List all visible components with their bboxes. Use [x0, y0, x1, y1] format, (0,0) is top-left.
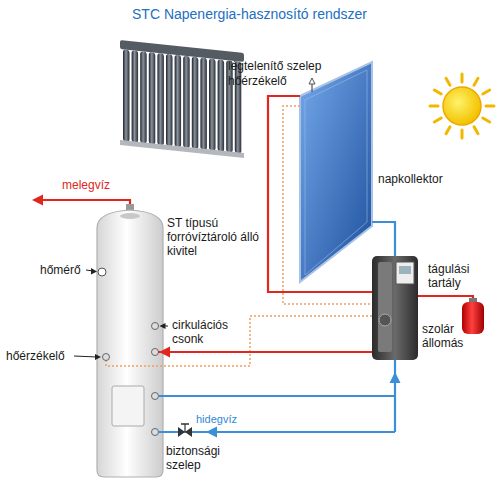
part-label: légtelenítő szelep: [228, 59, 321, 73]
station-housing: [372, 256, 418, 360]
vacuum-tube: [209, 58, 216, 151]
part-label: cirkulációs csonk: [172, 318, 244, 346]
part-label: hidegvíz: [196, 412, 237, 426]
leader-arrow: [160, 323, 166, 329]
flow-arrow: [390, 372, 401, 383]
air-vent-arrow: [309, 78, 315, 84]
valve-body: [185, 427, 192, 437]
sun-symbol: [430, 74, 494, 138]
vacuum-tube: [166, 54, 173, 147]
part-label: napkollektor: [378, 172, 443, 186]
vacuum-tube: [149, 52, 156, 145]
flow-arrow: [159, 347, 170, 358]
flow-arrow: [206, 427, 217, 438]
tank-sensor: [103, 354, 110, 361]
collector-header: [120, 40, 244, 62]
vacuum-tube: [200, 57, 207, 150]
expansion-pipe: [418, 296, 473, 302]
hot-feed-pipe: [158, 351, 372, 353]
station-controller: [396, 262, 414, 284]
part-label: hőérzékelő: [6, 349, 65, 363]
sensor-wire: [106, 316, 372, 366]
storage-tank: [97, 204, 163, 477]
vacuum-tube: [132, 50, 139, 143]
sensor-wire: [283, 106, 372, 304]
cold-return-pipe: [158, 395, 395, 397]
pipe-stub: [152, 429, 159, 436]
vacuum-tube: [192, 57, 199, 150]
leader-lines: [74, 268, 168, 360]
expansion-vessel: [462, 302, 484, 334]
part-label: tágulási tartály: [428, 262, 482, 290]
valve-handle: [181, 423, 189, 425]
part-label: ST típusú forróvíztároló álló kivitel: [167, 216, 261, 258]
part-label: szolár állomás: [422, 322, 474, 350]
station-pipe-group: [378, 262, 392, 352]
collector-frame: [305, 70, 367, 275]
pipework: [32, 96, 401, 438]
pipe-stub: [152, 349, 159, 356]
diagram-title: STC Napenergia-hasznosító rendszer: [132, 6, 367, 23]
vacuum-tube-collector: [120, 40, 244, 158]
cold-return-pipe: [372, 222, 395, 256]
leader-arrow: [91, 268, 97, 275]
safety-valve: [178, 424, 192, 437]
vacuum-tube: [218, 59, 225, 152]
valve-body: [178, 427, 185, 437]
vacuum-tube: [140, 51, 147, 144]
flat-plate-collector: [300, 62, 372, 282]
circulation-stub: [152, 323, 159, 330]
part-label: hőmérő: [40, 263, 81, 277]
part-label: biztonsági szelep: [166, 444, 228, 472]
leader-line: [74, 356, 97, 357]
cold-water-pipe: [158, 431, 395, 433]
solar-station: [372, 256, 418, 360]
station-pump: [379, 314, 391, 326]
sun-rays: [430, 74, 494, 138]
controller-screen: [399, 266, 411, 274]
vacuum-tube: [183, 56, 190, 149]
vacuum-tube: [123, 49, 130, 142]
pipe-stub: [152, 393, 159, 400]
leader-arrow: [95, 354, 101, 360]
vacuum-tube: [157, 53, 164, 146]
vacuum-tube: [175, 55, 182, 148]
valve-stem: [184, 424, 185, 432]
tank-control-box: [112, 386, 144, 426]
part-label: melegvíz: [62, 178, 110, 192]
thermometer: [98, 268, 106, 276]
hot-water-pipe: [42, 200, 130, 204]
sun-disc: [443, 87, 481, 125]
tank-body: [97, 210, 163, 477]
flow-arrow: [32, 195, 43, 206]
collector-panel: [300, 62, 372, 282]
collector-rail: [120, 140, 244, 158]
part-label: hőérzékelő: [228, 74, 287, 88]
tank-top-cap: [120, 213, 140, 219]
